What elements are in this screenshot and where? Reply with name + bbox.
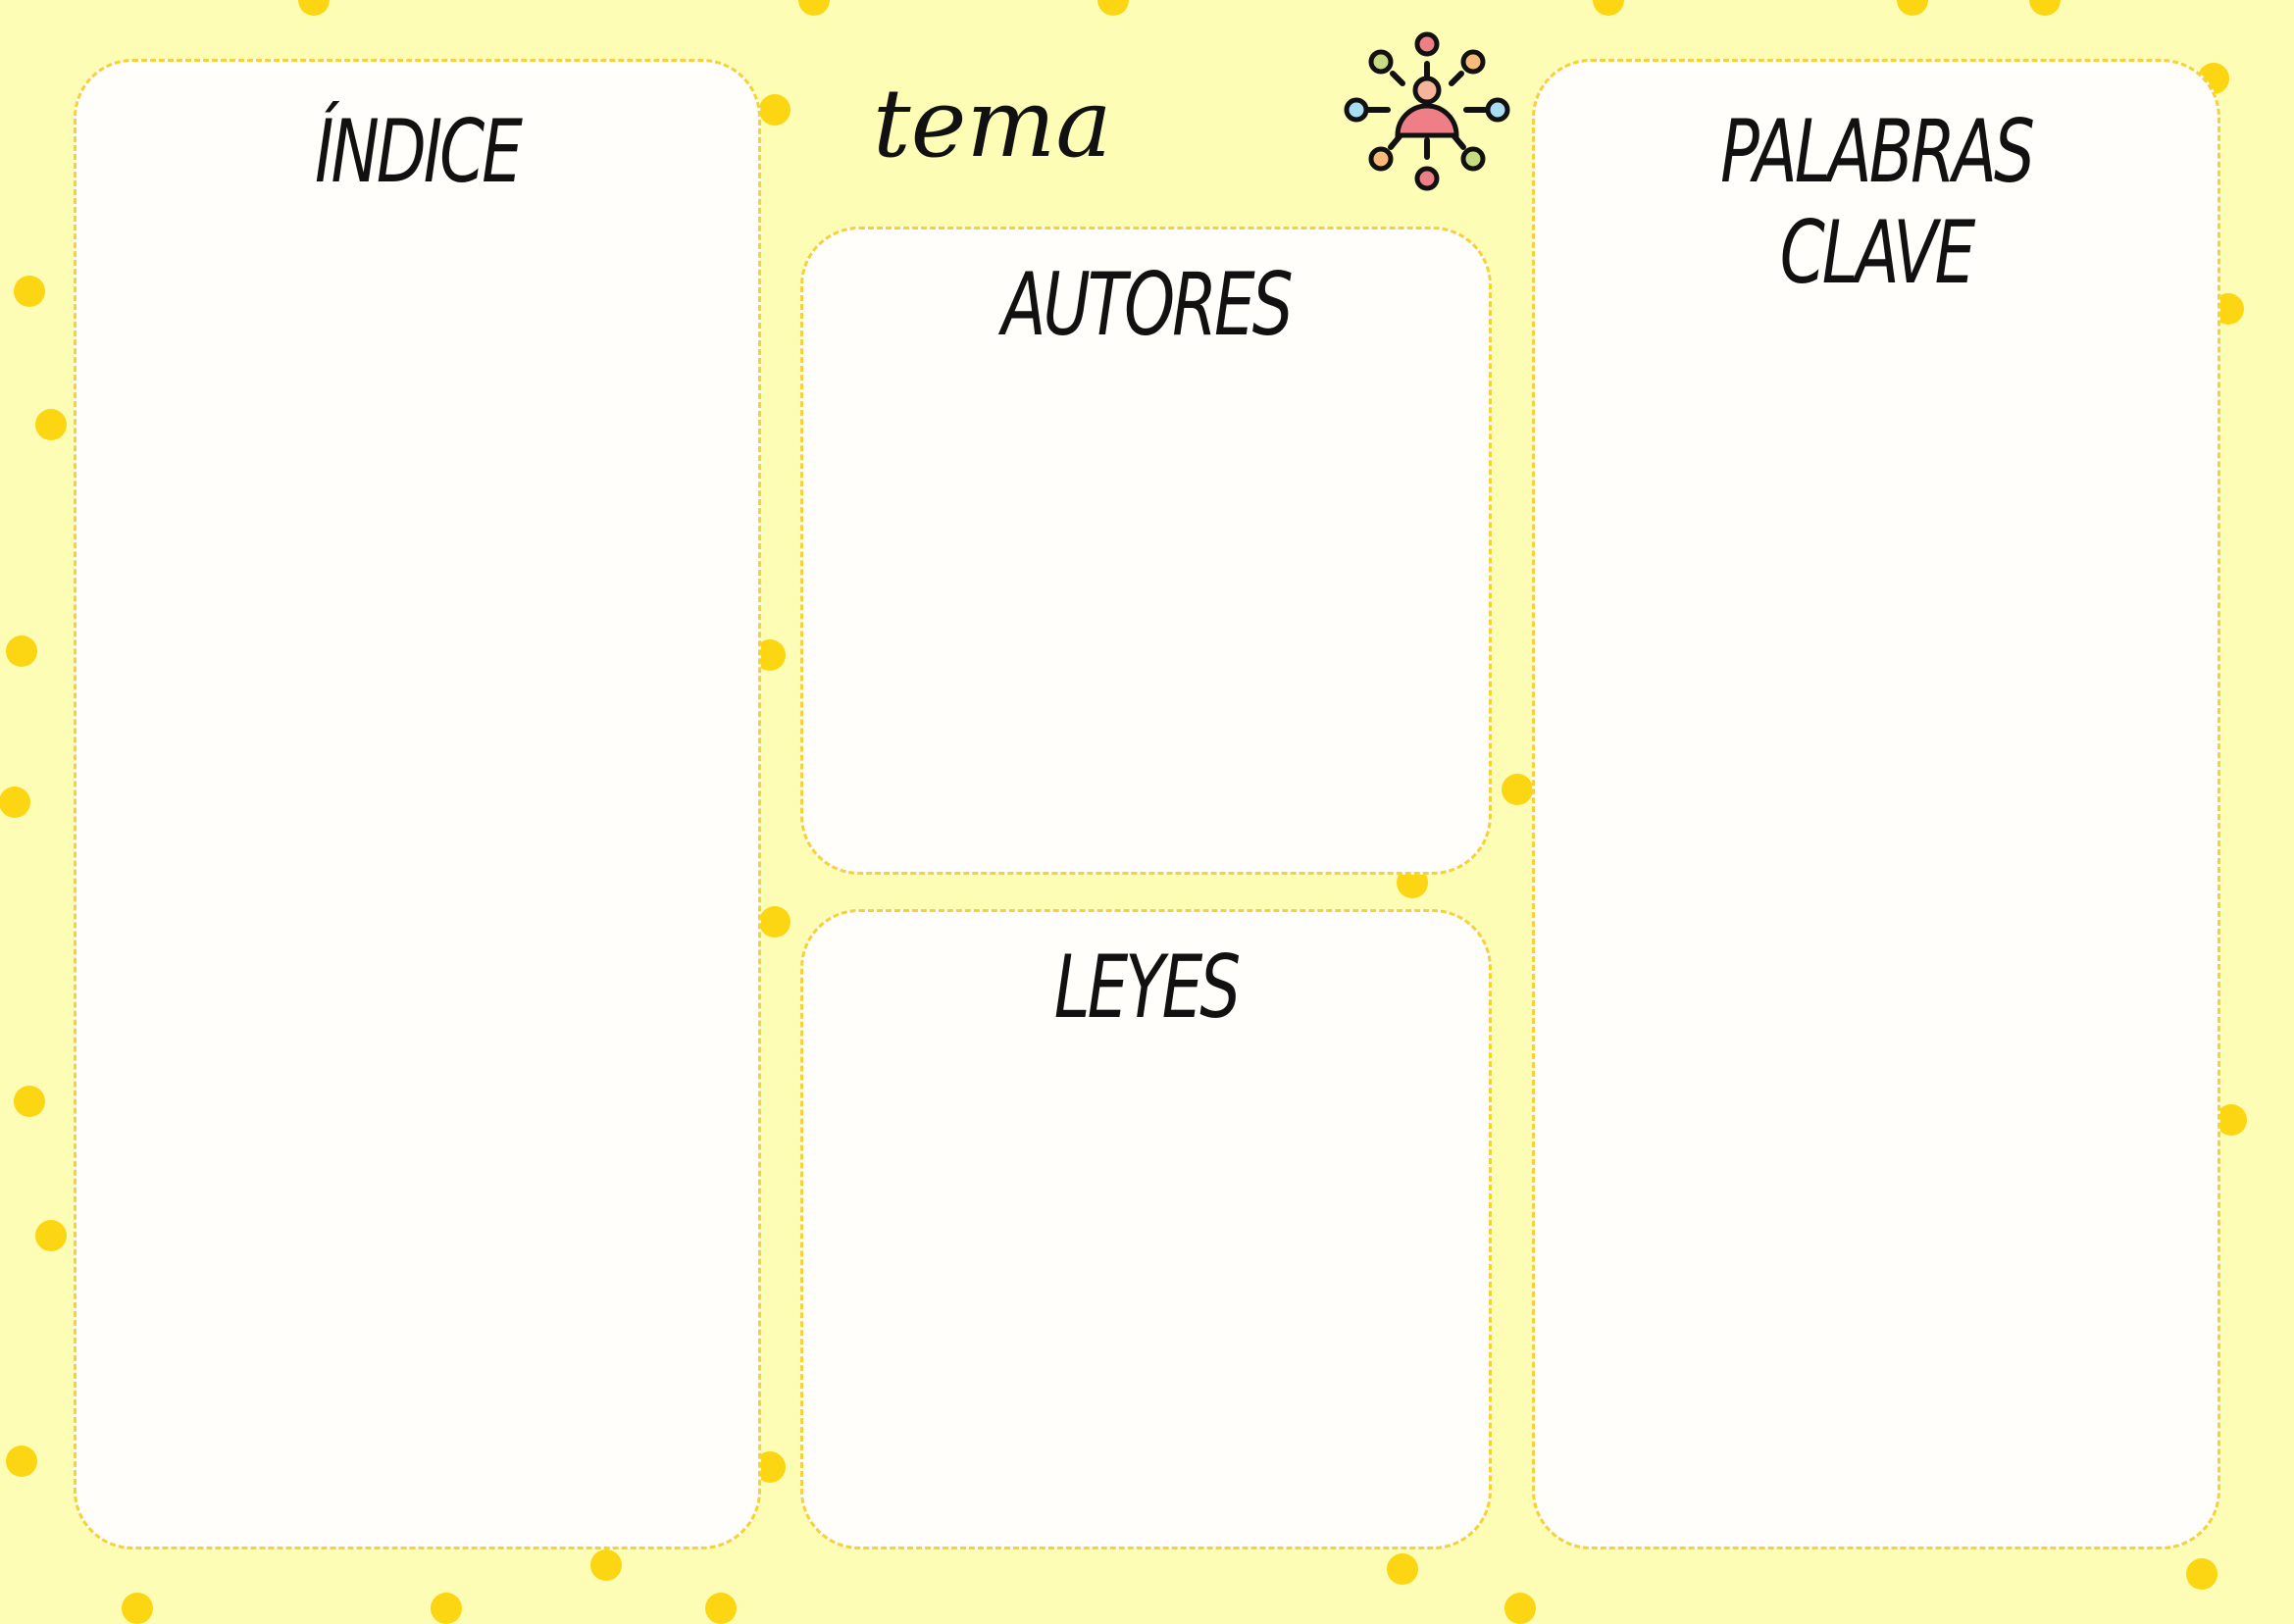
dot bbox=[1097, 0, 1129, 16]
dot bbox=[14, 276, 45, 307]
dot bbox=[35, 1220, 67, 1251]
dot bbox=[298, 0, 330, 16]
dot bbox=[759, 906, 790, 938]
dot bbox=[705, 1593, 737, 1624]
dot bbox=[1387, 1553, 1418, 1585]
keywords-panel[interactable]: PALABRAS CLAVE bbox=[1532, 59, 2220, 1549]
keywords-title: PALABRAS CLAVE bbox=[1720, 101, 2035, 303]
dot bbox=[35, 409, 67, 440]
index-panel[interactable]: ÍNDICE bbox=[74, 59, 761, 1549]
dot bbox=[1504, 1593, 1536, 1624]
dot bbox=[431, 1593, 462, 1624]
dot bbox=[759, 94, 790, 126]
dot bbox=[798, 0, 830, 16]
dot bbox=[6, 1446, 37, 1477]
network-person-icon bbox=[1344, 31, 1510, 191]
topic-label: tema bbox=[873, 69, 1112, 178]
dot bbox=[0, 787, 30, 818]
dot bbox=[590, 1549, 622, 1581]
dot bbox=[1502, 774, 1533, 805]
authors-title: AUTORES bbox=[1001, 254, 1293, 355]
dot bbox=[2216, 1104, 2247, 1136]
laws-panel[interactable]: LEYES bbox=[800, 909, 1492, 1549]
authors-panel[interactable]: AUTORES bbox=[800, 227, 1492, 875]
dot bbox=[2186, 1558, 2218, 1590]
laws-title: LEYES bbox=[1053, 937, 1241, 1038]
dot bbox=[122, 1593, 153, 1624]
dot bbox=[2029, 0, 2061, 16]
dot bbox=[1897, 0, 1928, 16]
dot bbox=[1593, 0, 1624, 16]
dot bbox=[6, 635, 37, 667]
index-title: ÍNDICE bbox=[315, 101, 523, 202]
dot bbox=[14, 1086, 45, 1117]
